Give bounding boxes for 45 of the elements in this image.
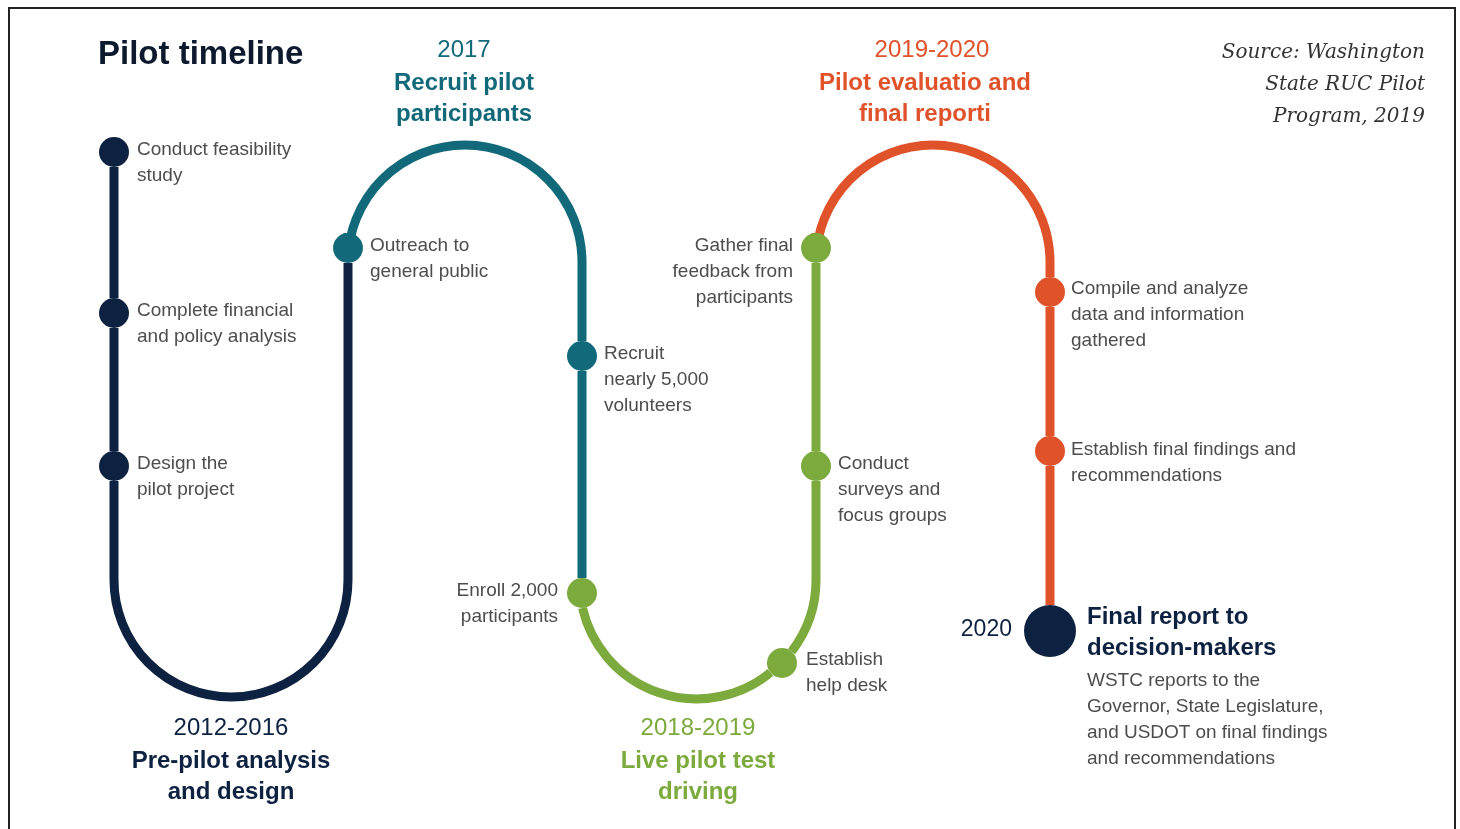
milestone-label: Establish final findings and recommendations — [1071, 437, 1297, 487]
phase-title: Pre-pilot analysis and design — [130, 745, 332, 806]
milestone-label: Complete financial and policy analysis — [137, 298, 297, 348]
milestone-heading: Final report to decision-makers — [1087, 601, 1278, 662]
timeline-track — [109, 263, 353, 702]
timeline-track — [577, 371, 587, 578]
timeline-track — [578, 606, 773, 704]
timeline-track — [811, 263, 821, 451]
milestone-label: Outreach to general public — [370, 233, 490, 283]
milestone-description: WSTC reports to the Governor, State Legislature, and USDOT on final findings and recommendations — [1087, 668, 1329, 770]
phase-years: 2017 — [436, 34, 492, 64]
timeline-track — [109, 328, 119, 451]
phase-years: 2012-2016 — [172, 712, 290, 742]
milestone-dot — [801, 451, 831, 481]
milestone-dot — [99, 298, 129, 328]
milestone-dot — [1024, 605, 1076, 657]
milestone-label: Conduct surveys and focus groups — [838, 451, 948, 527]
timeline-track — [1045, 307, 1055, 436]
milestone-dot — [567, 578, 597, 608]
timeline-track — [1045, 466, 1055, 605]
phase-title: Recruit pilot participants — [393, 67, 535, 128]
phase-years: 2018-2019 — [639, 712, 757, 742]
milestone-dot — [99, 451, 129, 481]
milestone-label: Enroll 2,000 participants — [455, 578, 558, 628]
timeline-track — [787, 481, 821, 654]
milestone-dot — [801, 233, 831, 263]
phase-years: 2019-2020 — [873, 34, 991, 64]
title: Pilot timeline — [98, 34, 304, 72]
milestone-dot — [1035, 277, 1065, 307]
milestone-label: Conduct feasibility study — [137, 137, 293, 187]
phase-title: Pilot evaluatio and final reporti — [817, 67, 1032, 128]
milestone-label: Establish help desk — [806, 647, 889, 697]
milestone-label: Recruit nearly 5,000 volunteers — [604, 341, 710, 417]
milestone-label: Compile and analyze data and information gathered — [1071, 276, 1250, 352]
milestone-label: Design the pilot project — [137, 451, 236, 501]
milestone-dot — [567, 341, 597, 371]
milestone-label: Gather final feedback from participants — [671, 233, 793, 309]
milestone-dot — [1035, 436, 1065, 466]
timeline-track — [109, 167, 119, 298]
source-note: Source: Washington State RUC Pilot Program, 2019 — [1220, 38, 1425, 129]
phase-title: Live pilot test driving — [619, 745, 777, 806]
milestone-dot — [767, 648, 797, 678]
year-label: 2020 — [959, 615, 1012, 641]
milestone-dot — [99, 137, 129, 167]
milestone-dot — [333, 233, 363, 263]
